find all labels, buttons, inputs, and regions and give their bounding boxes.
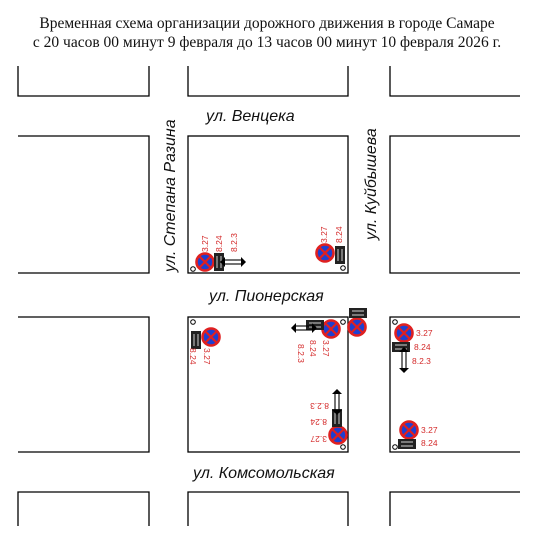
no-stopping-sign-icon (195, 252, 215, 272)
sign-group-4: 3.27 8.24 8.2.3 (290, 307, 368, 363)
tow-truck-plate-icon (397, 438, 417, 450)
block-mid-left (18, 135, 150, 274)
no-stopping-sign-icon (328, 425, 348, 445)
block-bottom-center (187, 491, 349, 526)
no-stopping-sign-icon (347, 317, 367, 337)
block-mid-center (187, 135, 349, 274)
sign-post-marker (340, 265, 346, 271)
city-blocks (17, 66, 520, 526)
street-ventseka: ул. Венцека (205, 108, 295, 125)
street-kuibysheva: ул. Куйбышева (363, 128, 380, 241)
sign-code-no-stopping: 3.27 (200, 235, 210, 252)
sign-code-tow-truck: 8.24 (421, 438, 438, 448)
sign-code-no-stopping: 3.27 (421, 425, 438, 435)
block-top-left (17, 66, 150, 97)
block-low-right (389, 316, 520, 453)
double-arrow-icon (290, 322, 318, 334)
sign-code-no-stopping: 3.27 (321, 340, 331, 357)
sign-group-7: 3.27 8.24 (392, 420, 438, 450)
block-low-center (187, 316, 349, 453)
sign-code-action-zone: 8.2.3 (310, 401, 329, 411)
sign-code-tow-truck: 8.24 (334, 226, 344, 243)
street-pionerskaya: ул. Пионерская (208, 288, 324, 305)
tow-truck-plate-icon (334, 245, 346, 265)
sign-code-tow-truck: 8.24 (414, 342, 431, 352)
sign-group-6: 3.27 8.24 8.2.3 (391, 319, 433, 374)
sign-code-no-stopping: 3.27 (416, 328, 433, 338)
block-top-center (187, 66, 349, 97)
sign-post-marker (392, 319, 398, 325)
no-stopping-sign-icon (315, 243, 335, 263)
street-stepana-razina: ул. Степана Разина (162, 119, 179, 273)
tow-truck-plate-icon (190, 330, 202, 350)
sign-code-action-zone: 8.2.3 (229, 233, 239, 252)
no-stopping-sign-icon (321, 319, 341, 339)
sign-group-3: 3.27 8.24 (188, 319, 221, 365)
sign-post-marker (340, 319, 346, 325)
block-bottom-right (389, 491, 520, 526)
scheme-title: Временная схема организации дорожного дв… (0, 14, 534, 52)
block-low-left (18, 316, 150, 453)
double-arrow-icon (331, 388, 343, 416)
sign-code-tow-truck: 8.24 (188, 348, 198, 365)
sign-code-tow-truck: 8.24 (214, 235, 224, 252)
block-mid-right (389, 135, 520, 274)
sign-post-marker (190, 319, 196, 325)
sign-group-2: 3.27 8.24 (315, 226, 346, 271)
sign-group-5: 8.2.3 8.24 3.27 (310, 388, 348, 450)
sign-code-tow-truck: 8.24 (310, 417, 327, 427)
title-line-1: Временная схема организации дорожного дв… (39, 15, 495, 32)
tow-truck-plate-icon (348, 307, 368, 319)
sign-code-action-zone: 8.2.3 (296, 344, 306, 363)
sign-code-no-stopping: 3.27 (319, 226, 329, 243)
double-arrow-icon (219, 256, 247, 268)
street-komsomolskaya: ул. Комсомольская (192, 465, 335, 482)
double-arrow-icon (398, 346, 410, 374)
sign-post-marker (190, 266, 196, 272)
title-line-2: с 20 часов 00 минут 9 февраля до 13 часо… (32, 34, 502, 51)
no-stopping-sign-icon (399, 420, 419, 440)
sign-post-marker (340, 444, 346, 450)
no-stopping-sign-icon (394, 323, 414, 343)
sign-code-tow-truck: 8.24 (308, 340, 318, 357)
block-top-right (389, 66, 520, 97)
sign-group-1: 3.27 8.24 8.2.3 (190, 233, 247, 272)
no-stopping-sign-icon (201, 327, 221, 347)
sign-code-no-stopping: 3.27 (202, 348, 212, 365)
block-bottom-left (17, 491, 150, 526)
sign-code-action-zone: 8.2.3 (412, 356, 431, 366)
sign-code-no-stopping: 3.27 (310, 434, 327, 444)
sign-post-marker (392, 444, 398, 450)
